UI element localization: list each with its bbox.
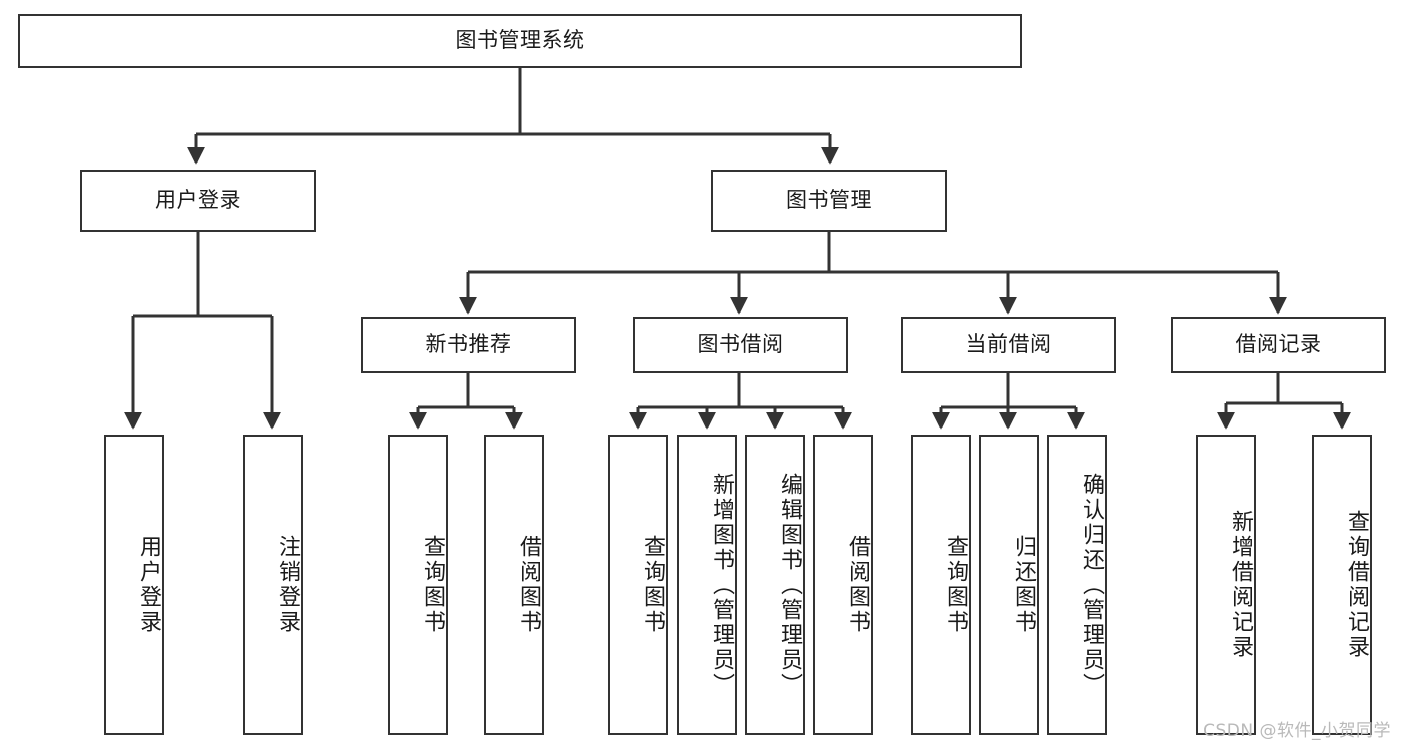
node-leaf-user-login-label: 用户登录	[136, 535, 161, 635]
node-leaf-query-record[interactable]: 查询借阅记录	[1312, 435, 1372, 735]
node-leaf-borrow-book-2[interactable]: 借阅图书	[813, 435, 873, 735]
node-leaf-borrow-book-1[interactable]: 借阅图书	[484, 435, 544, 735]
node-leaf-query-record-label: 查询借阅记录	[1344, 510, 1369, 660]
node-user-login[interactable]: 用户登录	[80, 170, 316, 232]
node-leaf-add-record[interactable]: 新增借阅记录	[1196, 435, 1256, 735]
node-leaf-query-book-2[interactable]: 查询图书	[608, 435, 668, 735]
watermark-text: CSDN @软件_小贺同学	[1203, 721, 1391, 741]
node-book-borrow[interactable]: 图书借阅	[633, 317, 848, 373]
node-leaf-return-book[interactable]: 归还图书	[979, 435, 1039, 735]
node-current-borrow[interactable]: 当前借阅	[901, 317, 1116, 373]
node-leaf-edit-book-label: 编辑图书（管理员）	[777, 472, 802, 698]
node-book-borrow-label: 图书借阅	[697, 332, 784, 357]
node-leaf-return-book-label: 归还图书	[1011, 535, 1036, 635]
node-new-book-recommend[interactable]: 新书推荐	[361, 317, 576, 373]
node-root[interactable]: 图书管理系统	[18, 14, 1022, 68]
node-book-management-label: 图书管理	[786, 188, 872, 213]
node-leaf-borrow-book-2-label: 借阅图书	[845, 535, 870, 635]
node-leaf-query-book-1-label: 查询图书	[420, 535, 445, 635]
node-leaf-user-logout[interactable]: 注销登录	[243, 435, 303, 735]
node-book-management[interactable]: 图书管理	[711, 170, 947, 232]
node-leaf-user-logout-label: 注销登录	[275, 535, 300, 635]
node-leaf-user-login[interactable]: 用户登录	[104, 435, 164, 735]
node-borrow-record-label: 借阅记录	[1235, 332, 1322, 357]
node-leaf-edit-book[interactable]: 编辑图书（管理员）	[745, 435, 805, 735]
node-leaf-add-book[interactable]: 新增图书（管理员）	[677, 435, 737, 735]
node-current-borrow-label: 当前借阅	[965, 332, 1052, 357]
node-leaf-borrow-book-1-label: 借阅图书	[516, 535, 541, 635]
node-leaf-add-record-label: 新增借阅记录	[1228, 510, 1253, 660]
node-new-book-recommend-label: 新书推荐	[425, 332, 512, 357]
node-root-label: 图书管理系统	[455, 28, 585, 53]
node-leaf-query-book-1[interactable]: 查询图书	[388, 435, 448, 735]
node-leaf-confirm-return[interactable]: 确认归还（管理员）	[1047, 435, 1107, 735]
node-borrow-record[interactable]: 借阅记录	[1171, 317, 1386, 373]
node-leaf-query-book-2-label: 查询图书	[640, 535, 665, 635]
node-leaf-add-book-label: 新增图书（管理员）	[709, 472, 734, 698]
node-leaf-query-book-3[interactable]: 查询图书	[911, 435, 971, 735]
node-user-login-label: 用户登录	[155, 188, 241, 213]
node-leaf-query-book-3-label: 查询图书	[943, 535, 968, 635]
node-leaf-confirm-return-label: 确认归还（管理员）	[1079, 472, 1104, 698]
